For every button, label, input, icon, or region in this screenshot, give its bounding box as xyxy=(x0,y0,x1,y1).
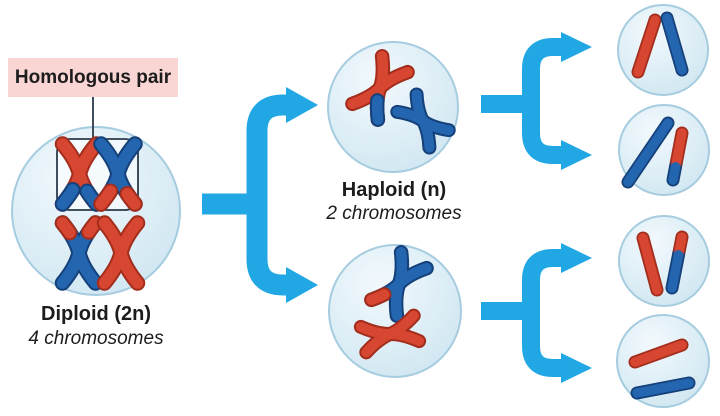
chr-diploid-blue-pair2 xyxy=(54,215,104,291)
meiosis-1-arrow xyxy=(202,87,318,303)
chromatid-g3-blue-redtip xyxy=(665,230,689,295)
diploid-caption-subtitle: 4 chromosomes xyxy=(28,328,164,349)
chromatid-g4-red xyxy=(628,338,689,369)
chr-diploid-red-pair2 xyxy=(96,215,146,291)
chromatid-g3-red xyxy=(636,231,664,297)
chr-haploid-bottom-blue xyxy=(364,245,434,323)
chromatid-g1-red xyxy=(631,13,662,79)
haploid-caption-subtitle: 2 chromosomes xyxy=(326,203,462,224)
meiosis-2-arrow-bottom xyxy=(481,243,592,383)
meiosis-2-arrow-top xyxy=(481,32,592,170)
haploid-caption-title: Haploid (n) xyxy=(341,179,447,201)
chr-diploid-blue-large xyxy=(93,136,143,212)
homologous-pair-label: Homologous pair xyxy=(8,58,178,97)
diploid-caption-title: Diploid (2n) xyxy=(41,303,151,325)
chromatid-g2-blue xyxy=(621,116,675,189)
gamete-cell-3 xyxy=(618,215,710,307)
chr-haploid-top-blue xyxy=(390,87,456,155)
chromatid-g1-blue xyxy=(660,11,689,77)
chr-haploid-top-red xyxy=(345,49,415,127)
chromatid-g4-blue xyxy=(630,376,696,400)
chromatid-g2-red-bluetip xyxy=(666,126,689,187)
chr-haploid-bottom-red xyxy=(353,308,427,360)
